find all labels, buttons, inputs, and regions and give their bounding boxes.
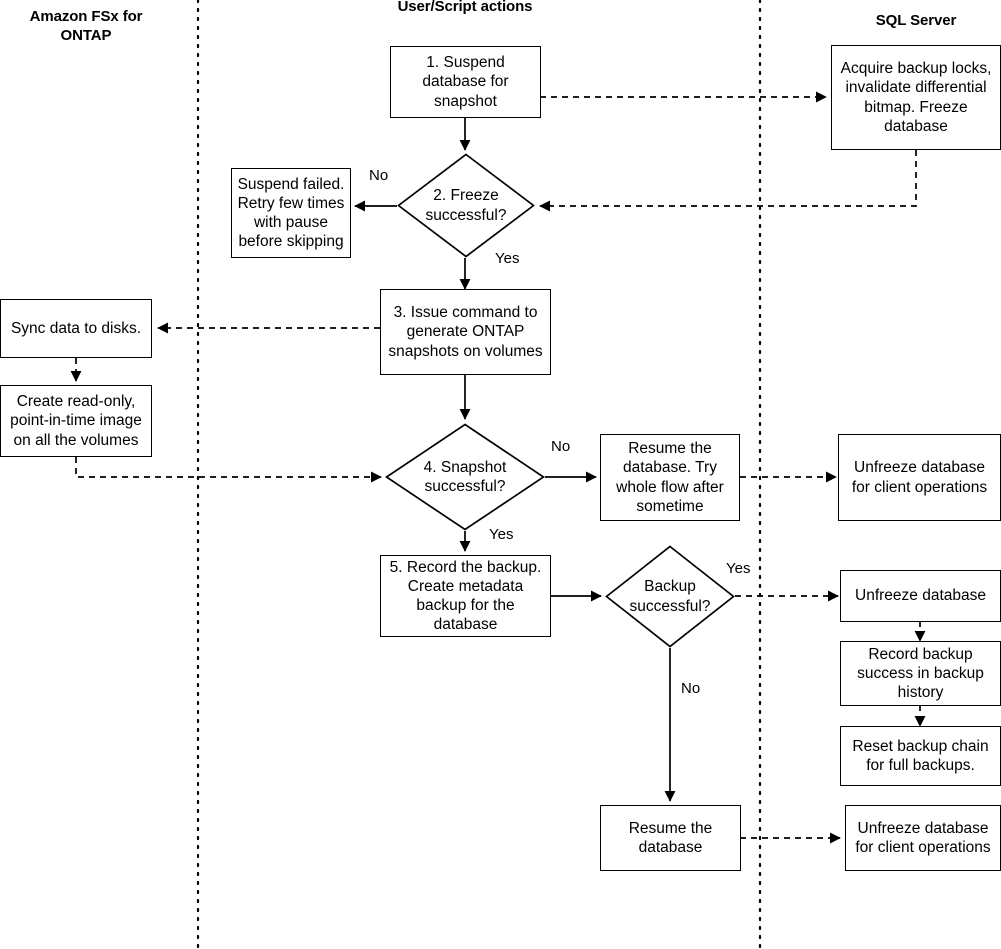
node-suspend-failed[interactable]: Suspend failed. Retry few times with pau… [231,168,351,258]
edge-label-backup-yes: Yes [726,560,751,577]
decision-backup-successful[interactable]: Backup successful? [605,545,735,648]
node-create-readonly-image[interactable]: Create read-only, point-in-time image on… [0,385,152,457]
decision-freeze-successful[interactable]: 2. Freeze successful? [397,153,535,258]
node-suspend-database[interactable]: 1. Suspend database for snapshot [390,46,541,118]
edge-label-backup-no: No [681,680,701,697]
node-resume-try-whole-flow[interactable]: Resume the database. Try whole flow afte… [600,434,740,521]
node-unfreeze-database[interactable]: Unfreeze database [840,570,1001,622]
lane-title-user: User/Script actions [397,0,533,15]
node-reset-backup-chain[interactable]: Reset backup chain for full backups. [840,726,1001,786]
edge-acquire-to-freeze [539,150,917,212]
edge-label-snapshot-yes: Yes [489,526,514,543]
edge-label-freeze-yes: Yes [495,250,520,267]
node-acquire-backup-locks[interactable]: Acquire backup locks, invalidate differe… [831,45,1001,150]
node-record-backup-success[interactable]: Record backup success in backup history [840,641,1001,706]
decision-snapshot-successful-label: 4. Snapshot successful? [423,458,507,495]
edge-label-freeze-no: No [369,167,389,184]
decision-backup-successful-label: Backup successful? [629,578,711,615]
node-resume-the-database[interactable]: Resume the database [600,805,741,871]
edge-label-snapshot-no: No [551,438,571,455]
node-issue-command[interactable]: 3. Issue command to generate ONTAP snaps… [380,289,551,375]
node-unfreeze-for-client-operations-2[interactable]: Unfreeze database for client operations [845,805,1001,871]
lane-title-sql: SQL Server [875,12,957,29]
decision-snapshot-successful[interactable]: 4. Snapshot successful? [385,423,545,531]
decision-freeze-successful-label: 2. Freeze successful? [425,187,507,224]
edge-readonly-to-snapshot [75,457,382,483]
node-sync-data-to-disks[interactable]: Sync data to disks. [0,299,152,358]
node-record-the-backup[interactable]: 5. Record the backup. Create metadata ba… [380,555,551,637]
lane-title-fsx: Amazon FSx for ONTAP [29,8,143,44]
node-unfreeze-for-client-operations-1[interactable]: Unfreeze database for client operations [838,434,1001,521]
